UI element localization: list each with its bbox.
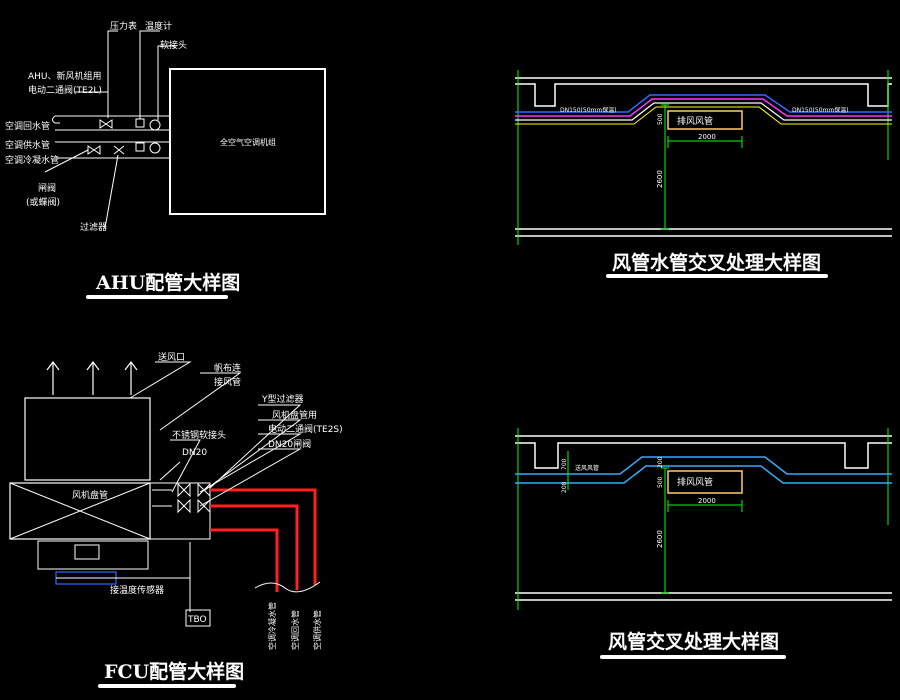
- dw-dim-width: 2000: [698, 133, 716, 141]
- dc-label-left-duct: 送风风管: [575, 464, 599, 472]
- fcu-label-pipe-3: 空调供水管: [312, 610, 322, 650]
- dc-exhaust-duct: [667, 470, 743, 494]
- dw-label-left-pipe: DN150(50mm保温): [560, 106, 617, 114]
- fcu-detail: 风机盘管 TBO 送风口 帆布连 接风管 Y型过滤器 风机盘管用 电动二通阀(T…: [9, 351, 343, 650]
- fcu-label-soft-joint: 不锈钢软接头: [172, 429, 226, 441]
- ahu-gauge-1: [149, 119, 161, 131]
- ahu-title-underline: [86, 295, 228, 299]
- ahu-label-valve-note-1: AHU、新风机组用: [28, 70, 102, 82]
- ahu-thermo-1: [135, 118, 145, 128]
- ahu-thermo-2: [135, 142, 145, 152]
- fcu-plenum: [24, 397, 151, 481]
- fcu-title-underline: [98, 684, 236, 688]
- ahu-label-soft-joint: 软接头: [160, 39, 187, 51]
- fcu-motor: [37, 540, 149, 570]
- ahu-title: AHU配管大样图: [96, 272, 241, 294]
- dw-label-right-pipe: DN150(50mm保温): [792, 106, 849, 114]
- dw-pipe-yellow: [515, 106, 892, 125]
- fcu-valves: [152, 482, 211, 514]
- dw-dim-height: 2600: [656, 170, 664, 188]
- dc-duct-bottom: [515, 465, 892, 484]
- fcu-label-thermostat: 接温度传感器: [110, 584, 164, 596]
- ahu-return-pipe: [52, 115, 170, 131]
- dw-floor-slab: [515, 228, 892, 237]
- fcu-tbo-label: TBO: [187, 615, 207, 625]
- fcu-motor-inner: [74, 544, 100, 560]
- dw-pipe-magenta: [515, 98, 892, 117]
- duct-water-title: 风管水管交叉处理大样图: [612, 252, 822, 274]
- fcu-label-duct-2: 接风管: [214, 376, 241, 388]
- ahu-label-condensate: 空调冷凝水管: [5, 154, 59, 166]
- ahu-label-valve-note-2: 电动二通阀(TE2L): [28, 84, 102, 96]
- duct-cross-detail: 排风风管 送风风管 2000 2600 700 200 200 500: [515, 428, 892, 610]
- dc-dim-width: 2000: [698, 497, 716, 505]
- ahu-detail: 全空气空调机组 压力表 温度计 软接头 AHU、新风机组用 电动二通阀(TE2L…: [5, 20, 326, 233]
- fcu-label-pipe-2: 空调回水管: [290, 610, 300, 650]
- ahu-label-return-pipe: 空调回水管: [5, 120, 50, 132]
- dc-dimensions: [567, 451, 743, 594]
- ahu-leaders: [44, 30, 175, 229]
- fcu-label-fcu-valve: 风机盘管用: [272, 409, 317, 421]
- dc-dim-side-3: 200: [657, 456, 664, 468]
- dc-ceiling-slab: [515, 435, 892, 469]
- ahu-gauge-2: [149, 142, 161, 154]
- fcu-label-y-filter: Y型过滤器: [261, 393, 304, 405]
- ahu-unit-label: 全空气空调机组: [220, 137, 276, 147]
- ahu-label-gate-1: 闸阀: [38, 183, 56, 194]
- ahu-label-thermometer: 温度计: [145, 20, 172, 32]
- duct-cross-title-underline: [600, 655, 786, 659]
- fcu-supply-arrows: [46, 361, 138, 395]
- fcu-leaders: [129, 361, 302, 507]
- dw-label-exhaust: 排风风管: [677, 115, 713, 127]
- fcu-label-dn20-gate: DN20闸阀: [268, 439, 311, 450]
- ahu-label-supply-pipe: 空调供水管: [5, 139, 50, 151]
- dc-floor-slab: [515, 592, 892, 601]
- fcu-red-pipes: [210, 488, 317, 592]
- ahu-label-pressure: 压力表: [110, 20, 137, 32]
- dc-dim-side-1: 700: [561, 458, 568, 470]
- fcu-tbo-box: [185, 609, 211, 627]
- dc-dim-height: 2600: [656, 530, 664, 548]
- ahu-label-filter: 过滤器: [80, 221, 107, 233]
- fcu-label-pipe-1: 空调冷凝水管: [267, 602, 277, 650]
- ahu-gate-valve: [87, 145, 101, 155]
- dc-grid-lines: [517, 428, 889, 610]
- dw-ceiling-slab: [515, 77, 892, 107]
- fcu-body-cross: [9, 482, 151, 540]
- dw-grid-lines: [517, 70, 889, 245]
- ahu-two-way-valve: [99, 119, 113, 129]
- dc-label-exhaust: 排风风管: [677, 476, 713, 488]
- dc-duct-top: [515, 456, 892, 475]
- ahu-filter: [113, 145, 125, 155]
- dc-dim-side-4: 500: [657, 476, 664, 488]
- fcu-title: FCU配管大样图: [104, 661, 245, 683]
- duct-water-title-underline: [606, 274, 828, 278]
- fcu-break-line: [254, 581, 321, 593]
- fcu-label-return-grille: 送风口: [158, 351, 185, 363]
- dw-pipe-blue: [515, 94, 892, 113]
- ahu-supply-pipe: [55, 141, 170, 159]
- ahu-label-gate-2: (或蝶阀): [26, 196, 60, 208]
- fcu-label-te2s: 电动二通阀(TE2S): [268, 423, 343, 435]
- fcu-label-duct-1: 帆布连: [214, 362, 241, 374]
- dw-dimensions: [661, 104, 743, 230]
- dc-dim-side-2: 200: [561, 481, 568, 493]
- fcu-label-dn20: DN20: [182, 448, 207, 458]
- dw-exhaust-duct: [667, 110, 743, 130]
- duct-cross-title: 风管交叉处理大样图: [608, 631, 780, 653]
- fcu-unit-label: 风机盘管: [72, 489, 108, 501]
- dw-pipe-white: [515, 102, 892, 121]
- duct-water-detail: 排风风管 DN150(50mm保温) DN150(50mm保温) 2000 26…: [515, 70, 892, 245]
- dw-dim-side: 500: [657, 113, 664, 125]
